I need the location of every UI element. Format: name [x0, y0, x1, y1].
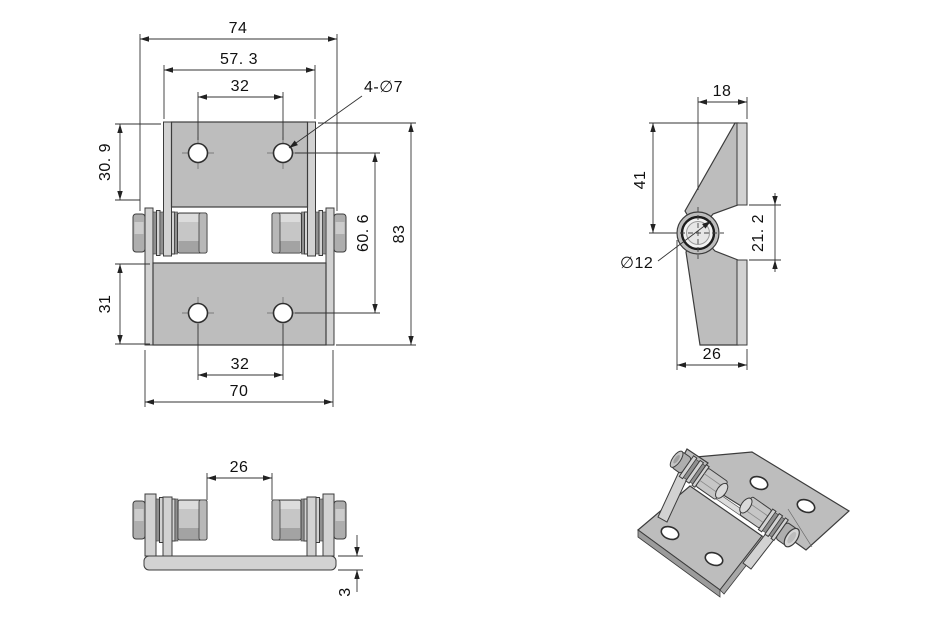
dim-label: 32 [231, 78, 250, 95]
dim-label: ∅12 [620, 255, 653, 272]
iso-hole [660, 525, 680, 541]
bottom-left-outer-arm [144, 493, 157, 557]
hole-top-left [187, 142, 209, 164]
front-bottom-leaf [152, 262, 327, 346]
dim-label: 30. 9 [97, 143, 114, 181]
dim-label: 32 [231, 356, 250, 373]
bottom-view: 26 3 [132, 459, 363, 597]
side-top-leaf-edge [736, 122, 748, 206]
front-top-leaf [170, 121, 309, 208]
dim-label: 70 [230, 383, 249, 400]
dim-top-hole-pitch: 32 [197, 78, 284, 140]
front-top-leaf-left-arm [163, 121, 172, 257]
dim-top-leaf-height: 30. 9 [97, 123, 161, 201]
front-bottom-leaf-right-arm [325, 207, 335, 346]
iso-hole [796, 498, 816, 514]
dim-label: 60. 6 [355, 214, 372, 252]
dim-plate-thickness: 3 [337, 535, 363, 597]
front-mounting-holes [182, 137, 299, 329]
side-view: 18 41 21. 2 ∅12 26 [620, 83, 781, 370]
dim-label: 31 [97, 295, 114, 314]
dim-knuckle-width: 57. 3 [163, 51, 316, 119]
dim-hole-callout: 4-∅7 [288, 79, 403, 149]
dim-bottom-leaf-height: 31 [97, 263, 150, 345]
dim-bottom-leaf-depth: 26 [676, 240, 748, 370]
bottom-left-pin-assembly [132, 497, 208, 543]
bottom-left-inner-arm [162, 496, 173, 557]
dim-label: 26 [703, 346, 722, 363]
dim-label: 26 [230, 459, 249, 476]
iso-left-leaf-thickness [637, 529, 721, 598]
isometric-view [637, 448, 850, 598]
dim-bottom-leaf-width: 70 [144, 350, 334, 407]
dim-label: 4-∅7 [364, 79, 403, 96]
front-top-leaf-right-arm [307, 121, 316, 257]
bottom-right-outer-arm [322, 493, 335, 557]
dim-pin-diameter: ∅12 [620, 220, 712, 272]
dim-overall-height: 83 [318, 122, 416, 346]
bottom-right-pin-assembly [271, 497, 347, 543]
iso-hole [704, 551, 724, 567]
front-view: 74 57. 3 32 4-∅7 30. 9 [97, 20, 416, 407]
dim-label: 21. 2 [750, 214, 767, 252]
dim-hole-row-span: 60. 6 [295, 152, 380, 314]
iso-pin-assembly-near [669, 450, 729, 500]
dim-top-leaf-depth: 18 [697, 83, 748, 190]
hole-bottom-left [187, 302, 209, 324]
hole-bottom-right [272, 302, 294, 324]
bottom-right-inner-arm [306, 496, 317, 557]
dim-label: 41 [632, 171, 649, 190]
front-left-pin-assembly [132, 210, 208, 256]
side-bottom-leaf-edge [736, 259, 748, 346]
dim-pivot-height: 41 [632, 122, 735, 234]
front-bottom-leaf-left-arm [144, 207, 154, 346]
dim-overall-width: 74 [139, 20, 338, 211]
hole-top-right [272, 142, 294, 164]
dim-label: 18 [713, 83, 732, 100]
bottom-leaf-edge [143, 555, 337, 571]
dim-label: 57. 3 [220, 51, 258, 68]
dim-label: 3 [337, 587, 354, 596]
dim-bottom-hole-pitch: 32 [197, 324, 284, 380]
dim-leaf-gap: 21. 2 [749, 193, 781, 272]
iso-hole [749, 475, 769, 491]
iso-pin-assembly-far [739, 496, 800, 548]
front-right-pin-assembly [271, 210, 347, 256]
dim-label: 83 [391, 225, 408, 244]
dim-label: 74 [229, 20, 248, 37]
dim-inner-clearance: 26 [206, 459, 273, 500]
